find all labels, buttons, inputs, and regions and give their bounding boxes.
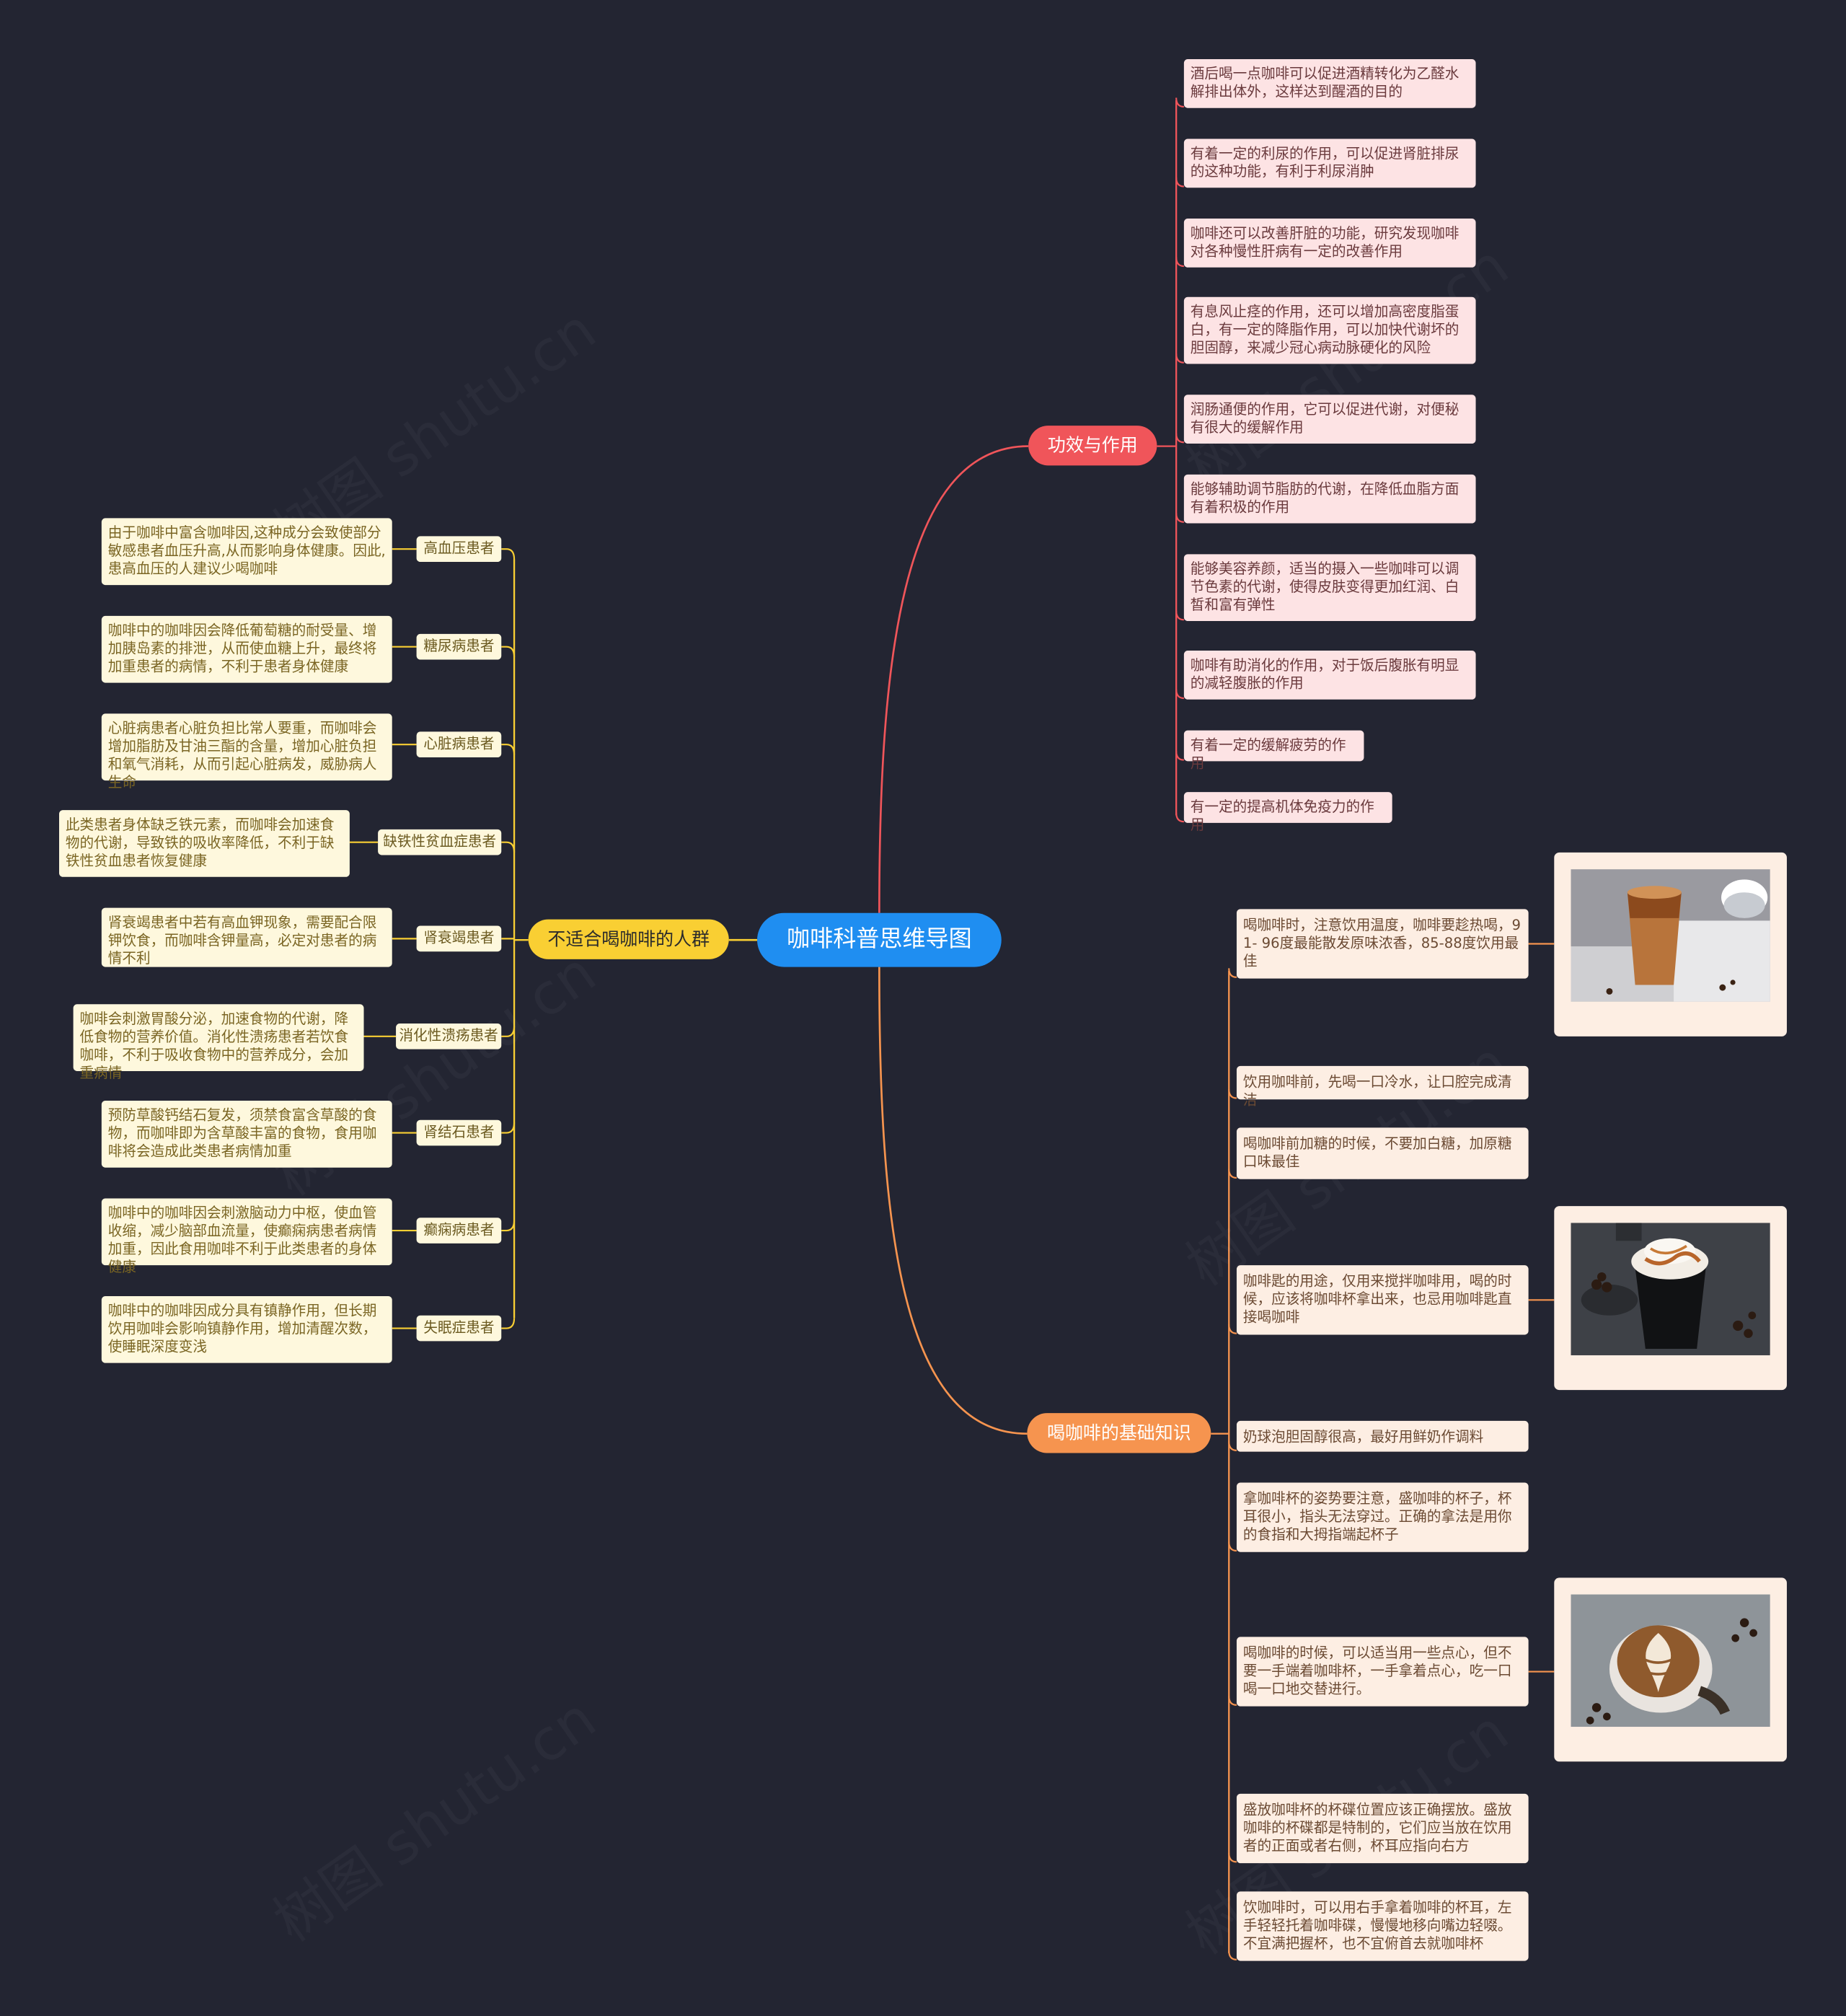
benefit-item[interactable]: 有着一定的利尿的作用，可以促进肾脏排尿的这种功能，有利于利尿消肿 bbox=[1183, 138, 1476, 188]
basics-connector bbox=[1228, 1324, 1237, 1334]
crowd-label[interactable]: 失眠症患者 bbox=[416, 1315, 502, 1342]
crowd-description[interactable]: 由于咖啡中富含咖啡因,这种成分会致使部分敏感患者血压升高,从而影响身体健康。因此… bbox=[101, 518, 392, 586]
crowd-connector bbox=[501, 646, 516, 657]
benefit-item[interactable]: 润肠通便的作用，它可以促进代谢，对便秘有很大的缓解作用 bbox=[1183, 395, 1476, 444]
basics-connector bbox=[1228, 1541, 1237, 1552]
basics-connector bbox=[1228, 1950, 1237, 1960]
branch-basics[interactable]: 喝咖啡的基础知识 bbox=[1027, 1413, 1211, 1453]
basics-item[interactable]: 拿咖啡杯的姿势要注意，盛咖啡的杯子，杯耳很小，指头无法穿过。正确的拿法是用你的食… bbox=[1236, 1482, 1529, 1552]
benefit-connector bbox=[1175, 177, 1184, 188]
benefit-item[interactable]: 有息风止痉的作用，还可以增加高密度脂蛋白，有一定的降脂作用，可以加快代谢坏的胆固… bbox=[1183, 296, 1476, 364]
basics-connector bbox=[1228, 1441, 1237, 1451]
crowd-description[interactable]: 心脏病患者心脏负担比常人要重，而咖啡会增加脂肪及甘油三酯的含量，增加心脏负担和氧… bbox=[101, 713, 392, 791]
latte-art-photo bbox=[1554, 1577, 1787, 1762]
benefit-connector bbox=[1175, 433, 1184, 444]
root-node[interactable]: 咖啡科普思维导图 bbox=[757, 912, 1002, 967]
basics-item[interactable]: 饮咖啡时，可以用右手拿着咖啡的杯耳，左手轻轻托着咖啡碟，慢慢地移向嘴边轻啜。不宜… bbox=[1236, 1891, 1529, 1961]
benefit-item[interactable]: 咖啡还可以改善肝脏的功能，研究发现咖啡对各种慢性肝病有一定的改善作用 bbox=[1183, 219, 1476, 268]
benefit-item[interactable]: 酒后喝一点咖啡可以促进酒精转化为乙醛水解排出体外，这样达到醒酒的目的 bbox=[1183, 59, 1476, 108]
crowd-connector bbox=[501, 548, 516, 560]
crowd-description[interactable]: 咖啡中的咖啡因成分具有镇静作用，但长期饮用咖啡会影响镇静作用，增加清醒次数，使睡… bbox=[101, 1295, 392, 1363]
benefit-connector bbox=[1175, 513, 1184, 523]
crowd-label[interactable]: 糖尿病患者 bbox=[416, 633, 502, 660]
branch-unsuitable[interactable]: 不适合喝咖啡的人群 bbox=[528, 919, 729, 959]
basics-connector bbox=[1228, 1168, 1237, 1179]
basics-item[interactable]: 喝咖啡前加糖的时候，不要加白糖，加原糖口味最佳 bbox=[1236, 1127, 1529, 1179]
crowd-description[interactable]: 肾衰竭患者中若有高血钾现象，需要配合限钾饮食，而咖啡含钾量高，必定对患者的病情不… bbox=[101, 907, 392, 967]
iced-coffee-photo bbox=[1554, 852, 1787, 1036]
benefit-connector bbox=[1175, 353, 1184, 364]
crowd-connector bbox=[501, 1318, 516, 1329]
basics-item[interactable]: 喝咖啡的时候，可以适当用一些点心，但不要一手端着咖啡杯，一手拿着点心，吃一口喝一… bbox=[1236, 1637, 1529, 1707]
benefit-item[interactable]: 咖啡有助消化的作用，对于饭后腹胀有明显的减轻腹胀的作用 bbox=[1183, 651, 1476, 700]
basics-item[interactable]: 奶球泡胆固醇很高，最好用鲜奶作调料 bbox=[1236, 1420, 1529, 1452]
crowd-label[interactable]: 高血压患者 bbox=[416, 536, 502, 563]
link-root-benefits bbox=[878, 445, 1029, 913]
crowd-connector bbox=[501, 1220, 516, 1232]
benefit-item[interactable]: 能够美容养颜，适当的摄入一些咖啡可以调节色素的代谢，使得皮肤变得更加红润、白皙和… bbox=[1183, 554, 1476, 622]
cream-coffee-photo bbox=[1554, 1206, 1787, 1391]
benefit-connector bbox=[1175, 610, 1184, 621]
basics-item[interactable]: 盛放咖啡杯的杯碟位置应该正确摆放。盛放咖啡的杯碟都是特制的，它们应当放在饮用者的… bbox=[1236, 1793, 1529, 1864]
basics-item[interactable]: 咖啡匙的用途，仅用来搅拌咖啡用，喝的时候，应该将咖啡杯拿出来，也忌用咖啡匙直接喝… bbox=[1236, 1265, 1529, 1335]
benefit-connector bbox=[1175, 812, 1184, 823]
crowd-description[interactable]: 咖啡会刺激胃酸分泌，加速食物的代谢，降低食物的营养价值。消化性溃疡患者若饮食咖啡… bbox=[73, 1004, 364, 1081]
crowd-label[interactable]: 心脏病患者 bbox=[416, 731, 502, 758]
link-root-basics bbox=[878, 967, 1028, 1435]
basics-connector bbox=[1228, 968, 1237, 978]
basics-item[interactable]: 喝咖啡时，注意饮用温度，咖啡要趁热喝，91- 96度最能散发原味浓香，85-88… bbox=[1236, 909, 1529, 979]
basics-connector bbox=[1228, 1852, 1237, 1863]
crowd-label[interactable]: 缺铁性贫血症患者 bbox=[378, 829, 502, 855]
benefit-item[interactable]: 能够辅助调节脂肪的代谢，在降低血脂方面有着积极的作用 bbox=[1183, 474, 1476, 524]
branch-benefits[interactable]: 功效与作用 bbox=[1028, 426, 1157, 466]
benefit-connector bbox=[1175, 751, 1184, 761]
basics-connector bbox=[1228, 1696, 1237, 1706]
benefit-connector bbox=[1175, 257, 1184, 268]
basics-item[interactable]: 饮用咖啡前，先喝一口冷水，让口腔完成清洁 bbox=[1236, 1065, 1529, 1109]
benefit-item[interactable]: 有一定的提高机体免疫力的作用 bbox=[1183, 792, 1392, 833]
crowd-description[interactable]: 此类患者身体缺乏铁元素，而咖啡会加速食物的代谢，导致铁的吸收率降低，不利于缺铁性… bbox=[59, 810, 350, 877]
basics-connector bbox=[1228, 1088, 1237, 1099]
crowd-connector bbox=[501, 1122, 516, 1134]
crowd-connector bbox=[501, 841, 516, 853]
crowd-description[interactable]: 预防草酸钙结石复发，须禁食富含草酸的食物，而咖啡即为含草酸丰富的食物，食用咖啡将… bbox=[101, 1100, 392, 1168]
benefit-connector bbox=[1175, 97, 1184, 108]
crowd-connector bbox=[501, 744, 516, 755]
crowd-description[interactable]: 咖啡中的咖啡因会刺激脑动力中枢，使血管收缩，减少脑部血流量，使癫痫病患者病情加重… bbox=[101, 1198, 392, 1275]
crowd-connector bbox=[501, 1026, 516, 1037]
crowd-description[interactable]: 咖啡中的咖啡因会降低葡萄糖的耐受量、增加胰岛素的排泄，从而使血糖上升，最终将加重… bbox=[101, 615, 392, 683]
benefit-item[interactable]: 有着一定的缓解疲劳的作用 bbox=[1183, 730, 1364, 772]
crowd-label[interactable]: 消化性溃疡患者 bbox=[396, 1024, 502, 1049]
crowd-label[interactable]: 肾结石患者 bbox=[416, 1119, 502, 1146]
benefit-connector bbox=[1175, 689, 1184, 700]
crowd-label[interactable]: 肾衰竭患者 bbox=[416, 925, 502, 952]
crowd-label[interactable]: 癫痫病患者 bbox=[416, 1218, 502, 1244]
